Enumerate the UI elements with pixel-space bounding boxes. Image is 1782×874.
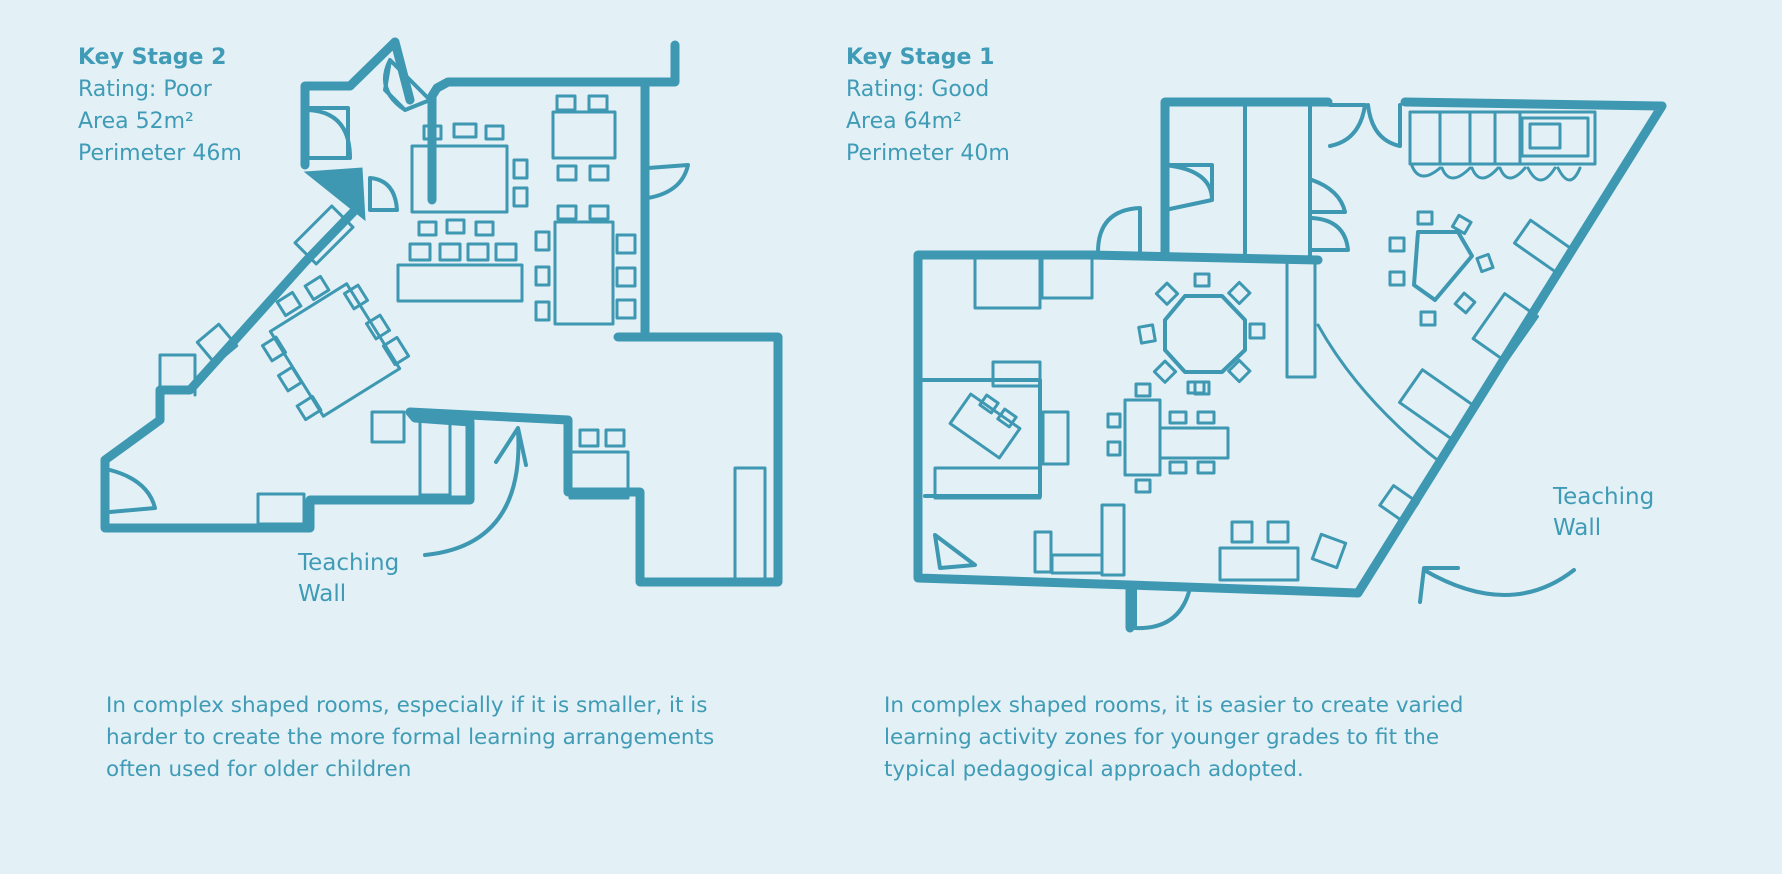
ks2-storage xyxy=(568,450,630,500)
ks2-chair xyxy=(578,428,600,448)
ks1-storage xyxy=(1033,530,1053,574)
ks1-line xyxy=(1316,323,1442,464)
ks1-door xyxy=(1328,103,1402,148)
ks2-teaching-wall-label: Teaching Wall xyxy=(298,548,399,610)
ks1-caption-line: In complex shaped rooms, it is easier to… xyxy=(884,693,1464,718)
ks1-cabinet xyxy=(1378,484,1420,524)
ks2-area: Area 52m² xyxy=(78,109,194,134)
ks1-cabinet xyxy=(1218,546,1300,582)
ks2-outer-wall xyxy=(100,37,783,587)
ks2-rating: Rating: Poor xyxy=(78,77,212,102)
ks1-outer-wall xyxy=(913,97,1667,633)
ks1-cabinets xyxy=(1408,110,1597,182)
ks2-caption-line: often used for older children xyxy=(106,757,412,782)
ks1-cabinet xyxy=(933,466,1042,500)
ks1-inner-wall xyxy=(1243,100,1312,257)
ks1-teaching-wall-label-line2: Wall xyxy=(1553,515,1602,541)
ks2-teaching-wall-label-line2: Wall xyxy=(298,581,347,607)
ks2-perimeter: Perimeter 46m xyxy=(78,141,242,166)
ks1-chairs xyxy=(1137,272,1266,396)
ks2-solid-triangle xyxy=(303,167,366,222)
ks1-door xyxy=(1310,178,1350,252)
ks2-chairs xyxy=(260,94,637,422)
ks2-table xyxy=(551,110,617,160)
ks2-info: Key Stage 2 Rating: Poor Area 52m² Perim… xyxy=(78,42,242,170)
ks2-floor-plan xyxy=(100,37,783,587)
ks1-chair xyxy=(978,393,1000,415)
ks2-storage xyxy=(418,413,452,497)
ks2-door xyxy=(646,163,690,200)
ks1-octagon-table xyxy=(1163,294,1247,374)
ks1-chairs xyxy=(1106,380,1216,494)
ks1-partition xyxy=(1285,260,1317,379)
ks2-door xyxy=(306,106,352,160)
ks1-rating: Rating: Good xyxy=(846,77,990,102)
ks2-caption-line: In complex shaped rooms, especially if i… xyxy=(106,693,708,718)
ks2-table xyxy=(396,263,524,303)
ks1-storage xyxy=(1050,553,1104,575)
ks1-perimeter: Perimeter 40m xyxy=(846,141,1010,166)
ks1-storage xyxy=(1100,503,1126,577)
ks1-chair xyxy=(1310,532,1348,570)
ks1-table xyxy=(948,392,1022,460)
ks1-cabinet xyxy=(1040,256,1094,300)
ks2-title: Key Stage 2 xyxy=(78,45,227,70)
ks2-storage xyxy=(733,466,767,582)
ks2-wall-niche xyxy=(293,204,355,266)
ks1-cabinet xyxy=(1041,410,1070,466)
ks1-caption: In complex shaped rooms, it is easier to… xyxy=(884,690,1524,786)
ks1-ramp xyxy=(933,533,977,570)
ks1-cabinet xyxy=(1397,368,1478,442)
ks1-table xyxy=(1158,426,1230,460)
ks2-table xyxy=(553,220,615,326)
ks2-door xyxy=(383,58,432,112)
ks1-title: Key Stage 1 xyxy=(846,45,995,70)
ks2-table xyxy=(268,282,402,418)
ks1-area: Area 64m² xyxy=(846,109,962,134)
ks1-door xyxy=(1163,163,1214,212)
ks1-door xyxy=(1133,586,1192,631)
ks1-chairs xyxy=(1388,210,1495,327)
ks2-wall-box xyxy=(158,353,197,397)
ks1-floor-plan xyxy=(913,97,1667,633)
ks2-chair xyxy=(604,428,626,448)
ks1-chair xyxy=(996,407,1018,429)
ks2-caption-line: harder to create the more formal learnin… xyxy=(106,725,715,750)
ks1-teaching-wall-label-line1: Teaching xyxy=(1553,484,1655,510)
ks2-door xyxy=(368,176,399,212)
ks2-teaching-wall-label-line1: Teaching xyxy=(298,550,400,576)
ks1-cabinet xyxy=(1512,218,1574,274)
ks1-cabinet xyxy=(973,256,1042,310)
ks2-storage xyxy=(370,410,406,444)
ks1-cabinet xyxy=(1471,292,1539,364)
ks2-caption: In complex shaped rooms, especially if i… xyxy=(106,690,746,786)
ks1-chair xyxy=(1266,520,1290,544)
ks1-chair xyxy=(1230,520,1254,544)
ks1-teaching-wall-label: Teaching Wall xyxy=(1553,482,1654,544)
ks2-teaching-wall-arrow xyxy=(423,426,528,557)
ks2-wall-niche xyxy=(195,322,239,366)
ks1-caption-line: learning activity zones for younger grad… xyxy=(884,725,1440,750)
ks2-table xyxy=(410,144,509,214)
ks2-storage xyxy=(256,492,306,526)
ks1-teaching-wall-arrow xyxy=(1418,566,1576,604)
ks2-door xyxy=(108,468,157,514)
ks1-table xyxy=(1123,398,1162,477)
ks1-cabinet xyxy=(991,360,1042,388)
ks1-caption-line: typical pedagogical approach adopted. xyxy=(884,757,1304,782)
ks1-pentagon-table xyxy=(1412,230,1474,302)
ks1-inner-wall xyxy=(916,378,1042,498)
ks1-door xyxy=(1096,206,1142,254)
ks1-info: Key Stage 1 Rating: Good Area 64m² Perim… xyxy=(846,42,1010,170)
